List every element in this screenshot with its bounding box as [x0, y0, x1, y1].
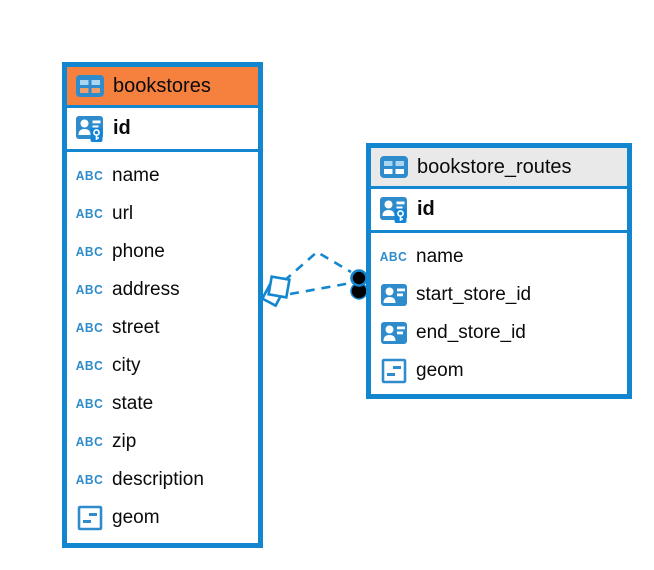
column-row[interactable]: geom [67, 499, 258, 537]
text-column-icon: ABC [75, 434, 104, 450]
primary-key-icon [74, 115, 105, 143]
column-name: name [416, 246, 464, 267]
column-row[interactable]: ABC description [67, 461, 258, 499]
table-bookstores[interactable]: bookstores id ABC [62, 62, 263, 548]
column-row[interactable]: start_store_id [371, 276, 627, 314]
column-row[interactable]: end_store_id [371, 314, 627, 352]
column-list: ABC name ABC url ABC phone ABC address A… [67, 152, 258, 541]
column-row[interactable]: ABC name [371, 238, 627, 276]
column-name: zip [112, 431, 137, 452]
column-name: name [112, 165, 160, 186]
table-bookstore-routes-header[interactable]: bookstore_routes [371, 148, 627, 189]
column-name: start_store_id [416, 284, 532, 305]
text-column-icon: ABC [75, 282, 104, 298]
column-row[interactable]: ABC zip [67, 423, 258, 461]
text-column-icon: ABC [75, 244, 104, 260]
column-row[interactable]: geom [371, 352, 627, 390]
text-column-icon: ABC [379, 249, 408, 265]
column-row-id[interactable]: id [67, 108, 258, 152]
primary-key-icon [378, 196, 409, 224]
column-name: description [112, 469, 204, 490]
column-row[interactable]: ABC name [67, 157, 258, 195]
column-name: address [112, 279, 180, 300]
relationship-diamond-endpoints[interactable] [260, 275, 291, 308]
column-name: end_store_id [416, 322, 526, 343]
column-name: street [112, 317, 160, 338]
text-column-icon: ABC [75, 320, 104, 336]
table-bookstore-routes[interactable]: bookstore_routes id ABC [366, 143, 632, 399]
column-name: id [113, 117, 131, 139]
text-column-icon: ABC [75, 206, 104, 222]
table-title: bookstores [113, 74, 211, 97]
column-name: id [417, 198, 435, 220]
column-name: geom [112, 507, 160, 528]
column-row[interactable]: ABC state [67, 385, 258, 423]
text-column-icon: ABC [75, 396, 104, 412]
relationship-circle-endpoints[interactable] [350, 269, 368, 300]
column-name: geom [416, 360, 464, 381]
text-column-icon: ABC [75, 358, 104, 374]
text-column-icon: ABC [75, 168, 104, 184]
column-name: url [112, 203, 134, 224]
relationship-line-upper[interactable] [283, 250, 352, 282]
column-name: state [112, 393, 154, 414]
reference-column-icon [378, 321, 409, 345]
relationship-line-lower[interactable] [289, 281, 352, 296]
text-column-icon: ABC [75, 472, 104, 488]
geometry-column-icon [74, 505, 105, 531]
table-bookstores-header[interactable]: bookstores [67, 67, 258, 108]
column-name: phone [112, 241, 165, 262]
column-row[interactable]: ABC url [67, 195, 258, 233]
column-row[interactable]: ABC phone [67, 233, 258, 271]
column-list: ABC name start_store_id [371, 233, 627, 394]
geometry-column-icon [378, 358, 409, 384]
column-row[interactable]: ABC street [67, 309, 258, 347]
table-title: bookstore_routes [417, 155, 572, 178]
column-row[interactable]: ABC city [67, 347, 258, 385]
column-name: city [112, 355, 141, 376]
column-row-id[interactable]: id [371, 189, 627, 233]
table-icon [378, 155, 409, 179]
column-row[interactable]: ABC address [67, 271, 258, 309]
table-icon [74, 74, 105, 98]
reference-column-icon [378, 283, 409, 307]
